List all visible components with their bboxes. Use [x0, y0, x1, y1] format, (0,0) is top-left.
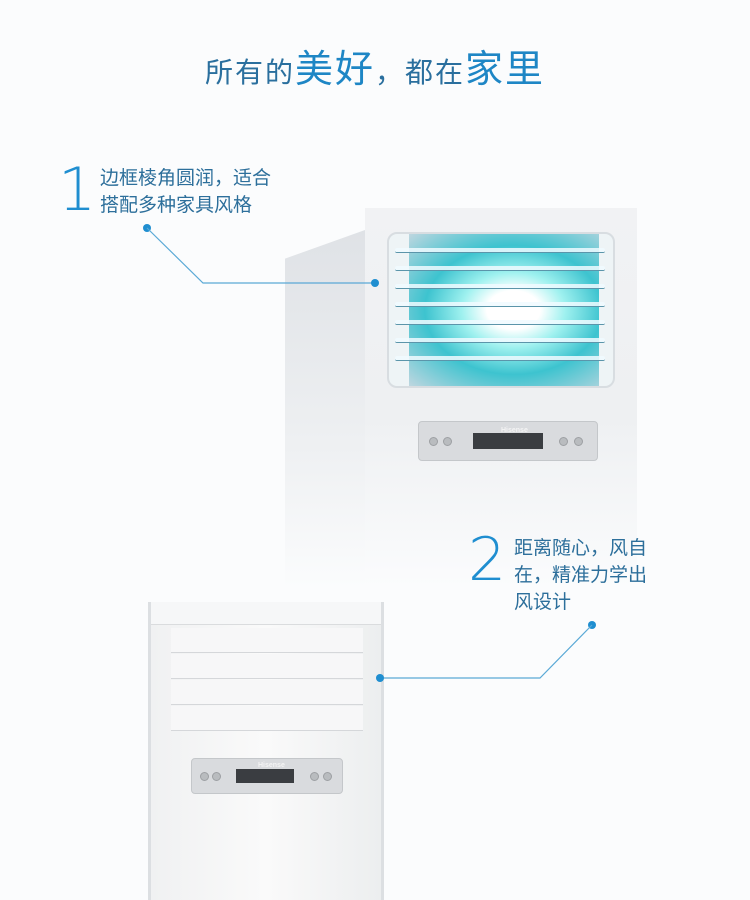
panel-button: [574, 437, 583, 446]
feature-1-line-1: 边框棱角圆润，适合: [100, 167, 272, 189]
grille-slat: [395, 302, 605, 307]
panel-button: [200, 772, 209, 781]
panel-button: [559, 437, 568, 446]
feature-2-number: 2: [468, 525, 507, 595]
panel-button: [310, 772, 319, 781]
brand-logo: Hisense: [258, 762, 285, 769]
cabinet-top-strip: [151, 602, 381, 625]
callout-1-end-dot: [371, 279, 379, 287]
panel-button: [429, 437, 438, 446]
display-screen: [473, 433, 543, 449]
callout-2-end-dot: [376, 674, 384, 682]
grille-slat: [395, 320, 605, 325]
title-part-2: 美好: [294, 47, 375, 91]
louver-panel: [171, 654, 363, 679]
feature-2-line-2: 在，精准力学出: [514, 564, 648, 586]
control-panel: Hisense: [191, 758, 343, 794]
louver-panel: [171, 706, 363, 731]
feature-1-number: 1: [58, 155, 97, 225]
feature-1-line-2: 搭配多种家具风格: [100, 194, 253, 216]
air-conditioner-front: Hisense: [148, 602, 384, 900]
feature-2-text: 距离随心，风自 在，精准力学出 风设计: [514, 535, 647, 616]
page-title: 所有的美好，都在家里: [0, 38, 750, 93]
feature-2-line-1: 距离随心，风自: [514, 537, 648, 559]
title-part-1: 所有的: [204, 56, 295, 89]
panel-button: [443, 437, 452, 446]
callout-2-line: [380, 624, 593, 679]
cabinet-side: [285, 230, 365, 588]
brand-logo: Hisense: [501, 427, 528, 434]
air-conditioner-angled: Hisense: [285, 208, 637, 588]
grille-slat: [395, 248, 605, 253]
grille-slat: [395, 266, 605, 271]
feature-2-line-3: 风设计: [514, 591, 572, 613]
callout-1-line: [146, 227, 375, 284]
title-part-4: 家里: [465, 47, 546, 91]
louver-panel: [171, 680, 363, 705]
grille-slat: [395, 284, 605, 289]
air-outlet-grille: [387, 232, 615, 388]
panel-button: [323, 772, 332, 781]
control-panel: Hisense: [418, 421, 598, 461]
grille-slat: [395, 356, 605, 361]
callout-1: [143, 224, 379, 287]
feature-1-text: 边框棱角圆润，适合 搭配多种家具风格: [100, 165, 271, 219]
panel-button: [212, 772, 221, 781]
callout-2: [376, 621, 596, 682]
louver-panel: [171, 628, 363, 653]
grille-slat: [395, 338, 605, 343]
display-screen: [236, 769, 294, 783]
title-part-3: ，都在: [375, 56, 466, 89]
